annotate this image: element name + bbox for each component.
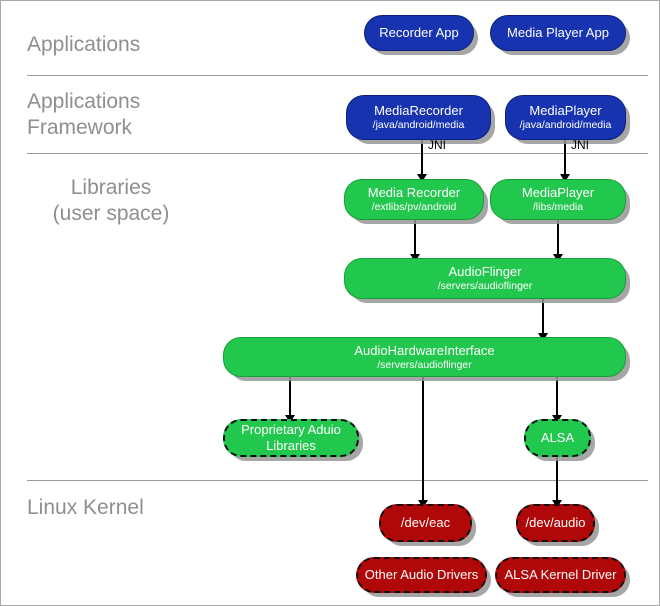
layer-label-applications: Applications bbox=[27, 33, 141, 56]
layer-label-framework-line2: Framework bbox=[27, 116, 133, 139]
node-title: MediaPlayer bbox=[521, 185, 595, 200]
connector-audiohw-proprietary bbox=[289, 376, 291, 420]
layer-label-libraries-line2: (user space) bbox=[52, 202, 170, 225]
node-title: /dev/eac bbox=[400, 515, 451, 530]
node-title: AudioFlinger bbox=[448, 264, 522, 279]
connector-mediarecorderlib-audioflinger bbox=[414, 219, 416, 259]
node-other-audio-drivers[interactable]: Other Audio Drivers bbox=[356, 557, 487, 593]
node-subtitle: /servers/audioflinger bbox=[437, 280, 533, 292]
node-title: Proprietary Aduio bbox=[241, 422, 341, 437]
layer-label-libraries-line1: Libraries bbox=[70, 176, 152, 199]
node-audioflinger[interactable]: AudioFlinger /servers/audioflinger bbox=[344, 258, 626, 299]
node-title: Other Audio Drivers bbox=[364, 567, 479, 582]
node-title: Media Recorder bbox=[367, 185, 461, 200]
node-subtitle: /java/android/media bbox=[519, 119, 612, 131]
node-title: ALSA Kernel Driver bbox=[504, 567, 617, 582]
node-subtitle: Libraries bbox=[266, 438, 316, 453]
node-alsa-kernel-driver[interactable]: ALSA Kernel Driver bbox=[495, 557, 626, 593]
connector-mediaplayer-jni bbox=[564, 140, 566, 179]
node-dev-audio[interactable]: /dev/audio bbox=[516, 504, 595, 542]
node-subtitle: /java/android/media bbox=[372, 119, 465, 131]
arrowhead-mediarecorder-jni bbox=[417, 174, 427, 182]
node-title: Media Player App bbox=[507, 25, 609, 40]
node-title: AudioHardwareInterface bbox=[354, 342, 495, 358]
node-title: /dev/audio bbox=[525, 515, 586, 530]
node-media-player-library[interactable]: MediaPlayer /libs/media bbox=[490, 179, 626, 220]
node-subtitle: /libs/media bbox=[532, 201, 584, 213]
node-media-recorder-library[interactable]: Media Recorder /extlibs/pv/android bbox=[344, 179, 484, 220]
connector-mediaplayerlib-audioflinger bbox=[557, 219, 559, 259]
node-recorder-app[interactable]: Recorder App bbox=[364, 15, 474, 51]
layer-label-framework-line1: Applications bbox=[27, 90, 141, 113]
edge-label-jni-right: JNI bbox=[571, 138, 589, 152]
layer-label-linux-kernel: Linux Kernel bbox=[27, 496, 144, 519]
node-proprietary-audio-libraries[interactable]: Proprietary Aduio Libraries bbox=[223, 419, 359, 457]
node-title: ALSA bbox=[540, 430, 575, 445]
arrowhead-mediaplayer-jni bbox=[560, 174, 570, 182]
connector-mediarecorder-jni bbox=[421, 140, 423, 179]
node-audiohardwareinterface[interactable]: AudioHardwareInterface /servers/audiofli… bbox=[223, 337, 626, 377]
node-mediaplayer-framework[interactable]: MediaPlayer /java/android/media bbox=[505, 95, 626, 140]
node-subtitle: /servers/audioflinger bbox=[377, 358, 472, 371]
node-dev-eac[interactable]: /dev/eac bbox=[379, 504, 472, 542]
connector-alsa-devaudio bbox=[556, 457, 558, 505]
connector-audiohw-alsa bbox=[556, 376, 558, 420]
node-title: Recorder App bbox=[379, 25, 459, 40]
connector-audiohw-deveac bbox=[422, 376, 424, 505]
divider-framework bbox=[27, 153, 648, 154]
node-title: MediaRecorder bbox=[374, 103, 463, 118]
connector-audioflinger-audiohardwareinterface bbox=[542, 298, 544, 338]
edge-label-jni-left: JNI bbox=[428, 138, 446, 152]
node-mediarecorder-framework[interactable]: MediaRecorder /java/android/media bbox=[346, 95, 491, 140]
divider-applications bbox=[27, 75, 648, 76]
node-alsa[interactable]: ALSA bbox=[524, 419, 591, 457]
node-subtitle: /extlibs/pv/android bbox=[371, 201, 457, 213]
node-media-player-app[interactable]: Media Player App bbox=[490, 15, 626, 51]
node-title: MediaPlayer bbox=[529, 103, 602, 118]
divider-kernel bbox=[27, 480, 648, 481]
